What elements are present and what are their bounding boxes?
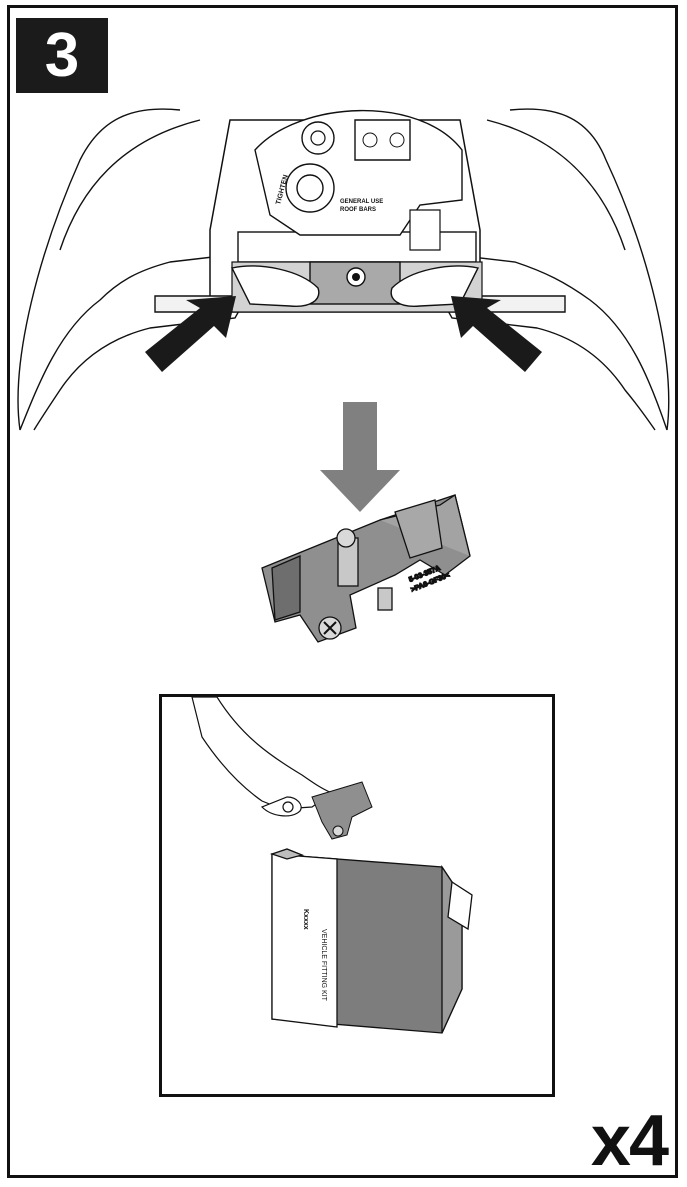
right-press-arrow-icon [451,296,542,372]
thumbs [230,265,480,307]
box-code: Kxxxx [302,909,309,930]
inset-panel: VEHICLE FITTING KIT Kxxxx [159,694,555,1097]
adapter-part: 5-03-357A >PA6-GF30< [261,493,471,643]
general-use-label-1: GENERAL USE [340,199,383,205]
step-number-badge: 3 [16,18,108,93]
small-adapter-part [311,781,373,840]
fitting-kit-box [269,848,473,1034]
left-press-arrow-icon [145,296,236,372]
hand-holding-part [191,696,334,817]
down-arrow-icon [320,402,400,512]
press-arrows [145,296,542,372]
quantity-label: x4 [590,1101,669,1181]
foot-mechanism: GENERAL USE ROOF BARS TIGHTEN [154,109,566,313]
inset-illustration: VEHICLE FITTING KIT Kxxxx [191,696,473,1034]
box-label: VEHICLE FITTING KIT [320,929,327,1002]
general-use-label-2: ROOF BARS [340,207,376,213]
